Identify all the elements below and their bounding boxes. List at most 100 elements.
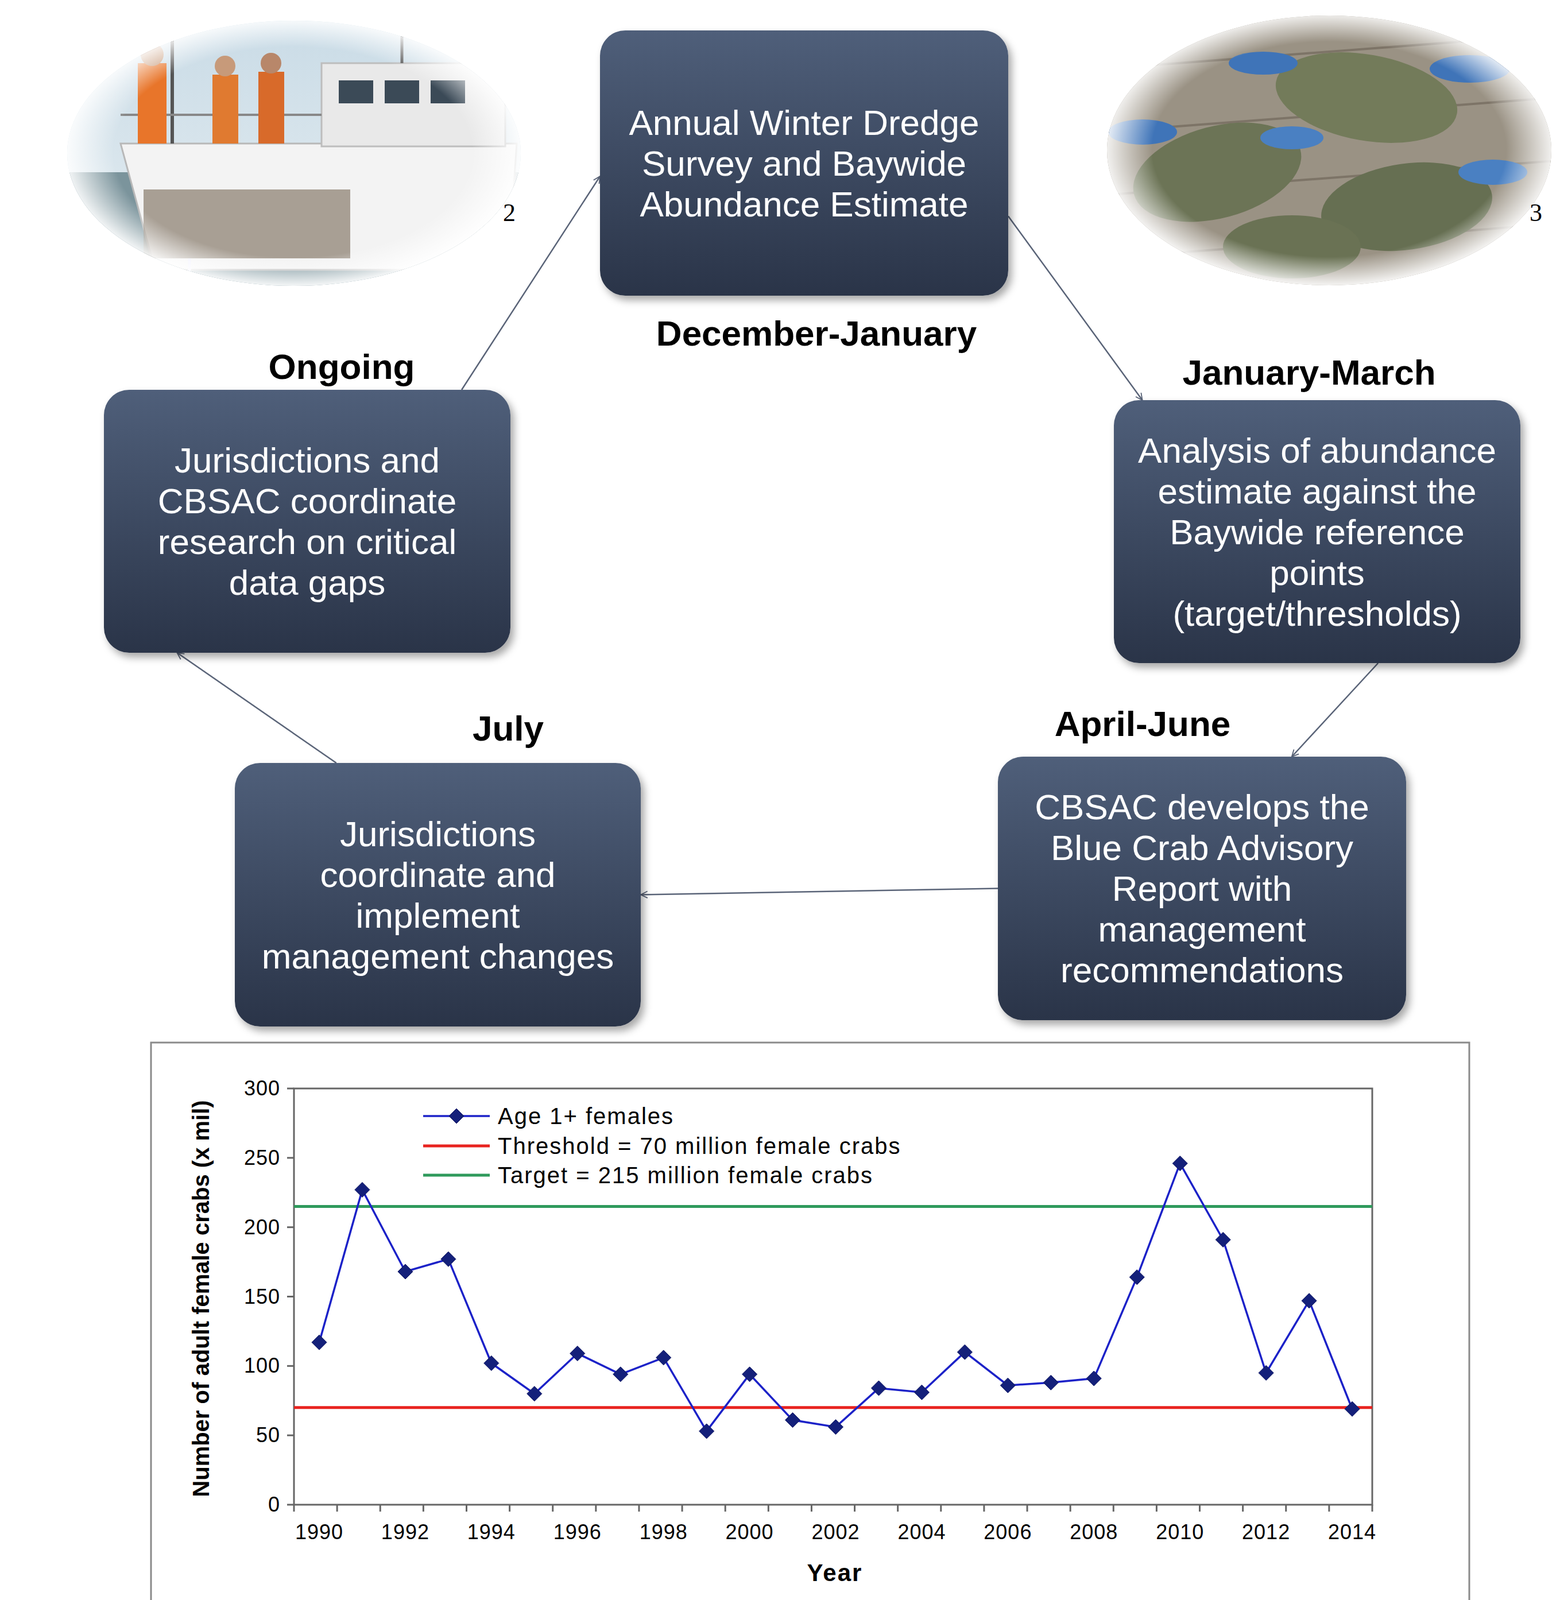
box-text: CBSAC develops the Blue Crab Advisory Re… — [997, 775, 1407, 1002]
x-tick-label: 1992 — [381, 1520, 430, 1545]
threshold-line — [293, 1406, 1373, 1409]
box-text: Jurisdictions coordinate and implement m… — [234, 802, 641, 989]
x-tick — [853, 1504, 856, 1512]
stage-heading: December-January — [656, 312, 977, 355]
legend-text: Threshold = 70 million female crabs — [497, 1133, 902, 1160]
process-box: Analysis of abundance estimate against t… — [1113, 400, 1521, 664]
process-box: Jurisdictions and CBSAC coordinate resea… — [103, 389, 511, 653]
data-marker — [397, 1264, 413, 1280]
data-marker — [914, 1384, 929, 1400]
y-tick-label: 300 — [244, 1076, 281, 1101]
x-tick — [767, 1504, 770, 1512]
chart-frame — [151, 1042, 1470, 1600]
x-tick — [637, 1504, 640, 1512]
data-marker — [656, 1350, 672, 1366]
stage-heading: April-June — [1054, 703, 1232, 745]
legend-text: Age 1+ females — [497, 1103, 675, 1130]
x-tick-label: 2000 — [725, 1520, 774, 1545]
x-tick — [982, 1504, 985, 1512]
x-tick-label: 2006 — [983, 1520, 1032, 1545]
data-marker — [1172, 1156, 1188, 1172]
callout-number: 3 — [1529, 198, 1543, 228]
process-box: CBSAC develops the Blue Crab Advisory Re… — [997, 756, 1407, 1021]
data-marker — [742, 1367, 758, 1383]
data-marker — [699, 1423, 715, 1439]
x-tick-label: 1990 — [295, 1520, 344, 1545]
data-marker — [1086, 1371, 1102, 1387]
process-box: Jurisdictions coordinate and implement m… — [234, 763, 641, 1027]
stage-heading: July — [472, 707, 544, 750]
data-marker — [871, 1380, 886, 1396]
y-tick — [287, 1365, 294, 1368]
x-tick — [810, 1504, 813, 1512]
x-tick — [724, 1504, 727, 1512]
stage-heading: Ongoing — [268, 346, 416, 388]
x-tick — [336, 1504, 339, 1512]
data-series — [319, 1163, 1353, 1432]
data-marker — [957, 1344, 973, 1360]
target-line — [293, 1205, 1373, 1209]
data-marker — [448, 1108, 464, 1124]
data-marker — [1258, 1365, 1274, 1381]
x-tick — [1284, 1504, 1287, 1512]
x-tick-label: 2012 — [1241, 1520, 1291, 1545]
x-tick-label: 2004 — [897, 1520, 946, 1545]
box-text: Analysis of abundance estimate against t… — [1113, 418, 1521, 646]
x-tick — [1112, 1504, 1115, 1512]
x-tick — [465, 1504, 468, 1512]
chart-data — [287, 1088, 1373, 1512]
x-tick-label: 2002 — [811, 1520, 860, 1545]
data-marker — [1215, 1232, 1231, 1248]
data-marker — [311, 1334, 327, 1350]
x-tick-label: 2010 — [1155, 1520, 1205, 1545]
legend-text: Target = 215 million female crabs — [497, 1162, 874, 1189]
data-marker — [354, 1182, 370, 1198]
axis-title: Number of adult female crabs (x mil) — [188, 1100, 215, 1497]
cycle-arrow — [1291, 663, 1378, 757]
data-marker — [1000, 1377, 1016, 1393]
x-tick — [1198, 1504, 1201, 1512]
boat-photo — [63, 17, 523, 288]
axis-title: Year — [807, 1559, 863, 1587]
legend-sample — [423, 1174, 490, 1178]
stage-heading: January-March — [1182, 351, 1436, 394]
crab-photo — [1102, 11, 1556, 288]
x-tick — [681, 1504, 684, 1512]
x-tick — [422, 1504, 425, 1512]
x-tick — [1371, 1504, 1374, 1512]
x-tick — [293, 1504, 296, 1512]
y-tick-label: 250 — [244, 1146, 281, 1171]
x-tick-label: 1996 — [553, 1520, 602, 1545]
box-text: Jurisdictions and CBSAC coordinate resea… — [103, 428, 511, 615]
x-tick — [594, 1504, 597, 1512]
y-tick — [287, 1156, 294, 1159]
data-marker — [570, 1346, 586, 1362]
cycle-arrow — [461, 176, 600, 390]
x-tick-label: 1994 — [467, 1520, 516, 1545]
data-marker — [1344, 1401, 1360, 1417]
y-tick-label: 0 — [268, 1492, 281, 1517]
data-marker — [613, 1367, 629, 1383]
y-tick — [287, 1434, 294, 1437]
x-tick-label: 2014 — [1328, 1520, 1377, 1545]
callout-number: 2 — [502, 198, 516, 228]
x-tick — [1328, 1504, 1330, 1512]
x-tick-label: 2008 — [1069, 1520, 1118, 1545]
x-tick — [1155, 1504, 1158, 1512]
data-marker — [1043, 1375, 1059, 1391]
y-tick-label: 150 — [244, 1284, 281, 1310]
x-tick — [508, 1504, 511, 1512]
x-tick — [379, 1504, 382, 1512]
legend-sample — [423, 1144, 490, 1148]
cycle-arrow — [640, 888, 998, 896]
data-marker — [785, 1413, 801, 1428]
x-tick — [1241, 1504, 1244, 1512]
cycle-arrow — [1008, 215, 1143, 401]
y-tick-label: 100 — [244, 1353, 281, 1378]
y-tick-label: 50 — [256, 1423, 281, 1448]
box-text: Annual Winter Dredge Survey and Baywide … — [600, 90, 1009, 236]
data-marker — [484, 1356, 499, 1372]
y-tick — [287, 1504, 294, 1507]
data-marker — [828, 1419, 844, 1435]
data-marker — [1129, 1270, 1145, 1285]
